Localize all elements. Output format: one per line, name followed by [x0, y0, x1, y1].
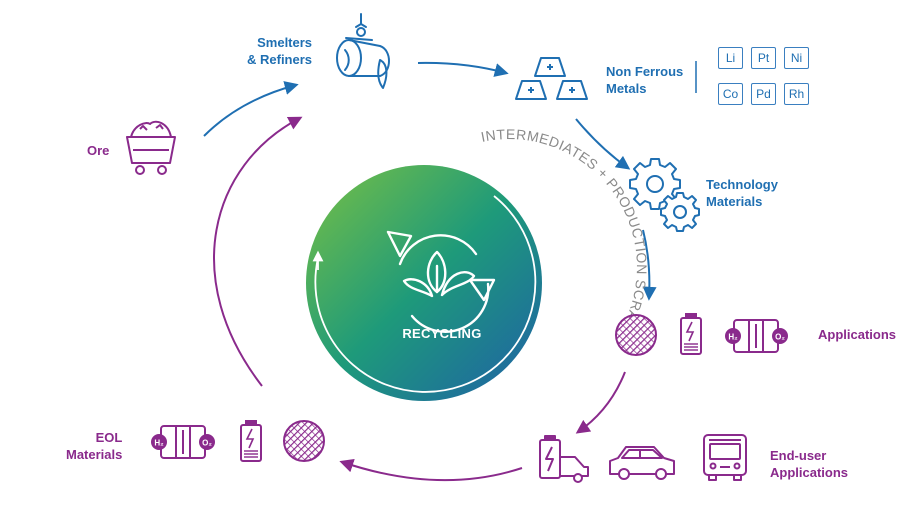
h2-label-applications: H₂ [728, 333, 738, 342]
eol-label: EOL Materials [66, 430, 123, 462]
element-rh: Rh [784, 83, 809, 105]
bus-icon [703, 434, 747, 481]
recycling-label: RECYCLING [402, 326, 482, 341]
end-user-label: End-user Applications [770, 448, 849, 480]
element-ni: Ni [784, 47, 809, 69]
h2-label-eol: H₂ [154, 439, 164, 448]
arrow-applications-to-enduser [575, 371, 626, 434]
o2-label-applications: O₂ [775, 333, 785, 342]
element-pd: Pd [751, 83, 776, 105]
battery-icon-eol [240, 420, 262, 462]
ore-cart-icon [126, 120, 176, 175]
element-co: Co [718, 83, 743, 105]
technology-label: Technology Materials [706, 177, 778, 209]
arrow-smelters-to-metals [417, 61, 509, 77]
o2-label-eol: O₂ [202, 439, 212, 448]
arrow-enduser-to-eol [339, 458, 523, 482]
car-icon [609, 446, 675, 480]
smelter-ladle-icon [336, 13, 390, 89]
smelters-label: Smelters & Refiners [247, 35, 313, 67]
inner-arc [314, 195, 537, 393]
non-ferrous-label: Non Ferrous Metals [606, 64, 684, 96]
applications-label: Applications [818, 327, 897, 342]
recycle-icon [386, 230, 496, 333]
element-li: Li [718, 47, 743, 69]
arrow-ore-to-smelters [203, 81, 299, 137]
fuel-cell-icon-applications [725, 319, 788, 353]
fuel-cell-icon-eol [151, 425, 215, 459]
ore-label: Ore [87, 143, 110, 158]
arrow-eol-to-smelters [213, 116, 303, 387]
gears-icon [629, 158, 700, 232]
ev-charging-icon [539, 435, 589, 483]
arrow-metals-to-technology [575, 118, 631, 170]
battery-icon-applications [680, 313, 702, 355]
metal-ingots-icon [515, 57, 588, 100]
element-pt: Pt [751, 47, 776, 69]
arrow-technology-to-applications [642, 229, 657, 301]
